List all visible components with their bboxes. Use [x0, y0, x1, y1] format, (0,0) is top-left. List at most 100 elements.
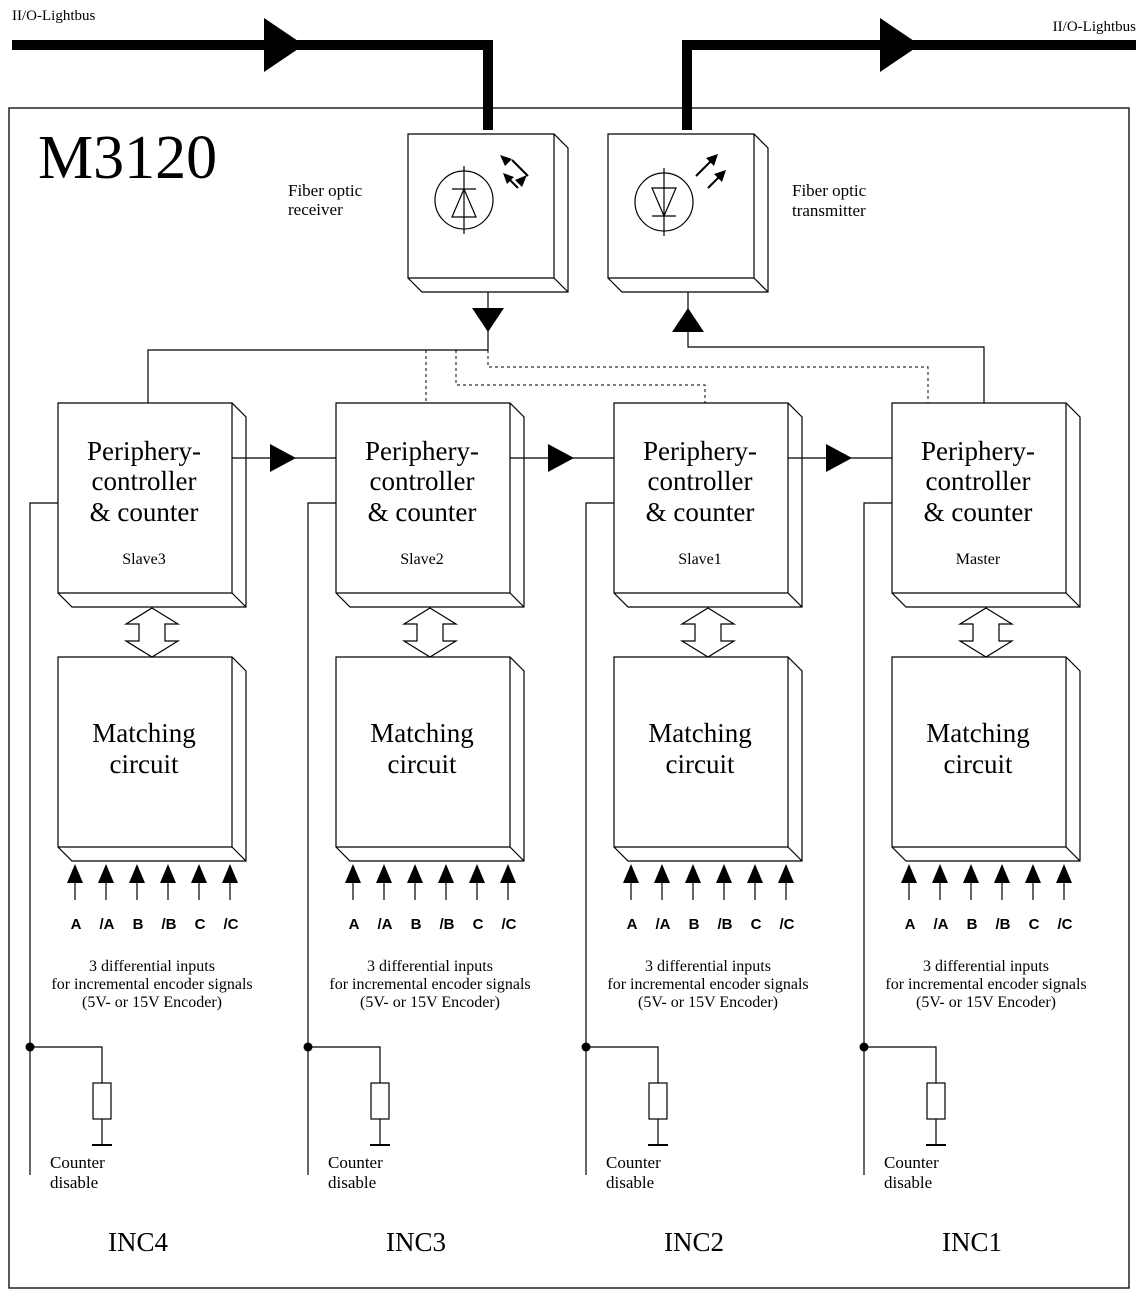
input-arrow-up-icon — [932, 864, 948, 883]
counter-disable-label-line1: Counter — [884, 1153, 939, 1172]
input-label: /B — [996, 916, 1011, 933]
input-label: C — [473, 916, 484, 933]
transmitter-bus-lines — [672, 292, 985, 403]
bidirectional-bus-arrow-icon — [679, 607, 737, 658]
channel-name: INC2 — [664, 1227, 724, 1257]
input-label: /A — [934, 916, 949, 933]
input-arrow-up-icon — [469, 864, 485, 883]
matching-label-line2: circuit — [666, 749, 735, 779]
counter-disable-label-line2: disable — [328, 1173, 376, 1192]
input-arrow-up-icon — [994, 864, 1010, 883]
counter-disable-label-line2: disable — [50, 1173, 98, 1192]
counter-disable-label-line1: Counter — [606, 1153, 661, 1172]
matching-label-line1: Matching — [370, 718, 473, 748]
input-arrow-up-icon — [345, 864, 361, 883]
input-arrow-up-icon — [67, 864, 83, 883]
controller-label-line2: controller — [92, 466, 197, 496]
input-arrow-up-icon — [160, 864, 176, 883]
input-arrow-up-icon — [500, 864, 516, 883]
controller-block — [613, 402, 803, 608]
input-label: /C — [502, 916, 517, 933]
matching-label-line2: circuit — [110, 749, 179, 779]
controller-block — [57, 402, 247, 608]
input-arrow-up-icon — [376, 864, 392, 883]
arrow-right-icon — [826, 444, 852, 472]
controller-label-line1: Periphery- — [921, 436, 1035, 466]
controller-block-edge — [509, 592, 525, 608]
inputs-note-line2: for incremental encoder signals — [329, 976, 530, 993]
controller-label-line3: & counter — [924, 497, 1033, 527]
matching-circuit-block-edge — [1065, 846, 1081, 862]
counter-disable-label-line1: Counter — [50, 1153, 105, 1172]
input-arrow-up-icon — [129, 864, 145, 883]
input-label: /A — [100, 916, 115, 933]
resistor-lead — [586, 1046, 659, 1083]
transmitter-label-line2: transmitter — [792, 201, 866, 220]
counter-disable-wire — [29, 502, 58, 1175]
bidirectional-bus-arrow-icon — [957, 607, 1015, 658]
input-label: /C — [224, 916, 239, 933]
resistor-lead — [864, 1046, 937, 1083]
matching-circuit-block — [57, 656, 247, 862]
receiver-label-line1: Fiber optic — [288, 181, 363, 200]
matching-label-line1: Matching — [92, 718, 195, 748]
counter-disable-wire — [307, 502, 336, 1175]
matching-label-line1: Matching — [648, 718, 751, 748]
lightbus-right-label: II/O-Lightbus — [1053, 19, 1136, 35]
bidirectional-bus-arrow-icon — [401, 607, 459, 658]
matching-circuit-block-edge — [231, 846, 247, 862]
input-label: A — [349, 916, 360, 933]
matching-circuit-block-edge — [509, 846, 525, 862]
arrow-right-icon — [548, 444, 574, 472]
controller-role: Slave2 — [400, 551, 444, 568]
photodiode-icon — [434, 166, 494, 234]
channel-name: INC4 — [108, 1227, 168, 1257]
resistor-icon — [370, 1082, 390, 1120]
input-label: /B — [440, 916, 455, 933]
input-label: B — [133, 916, 144, 933]
input-label: /A — [378, 916, 393, 933]
module-title: M3120 — [38, 124, 217, 192]
inputs-note-line1: 3 differential inputs — [367, 958, 493, 975]
counter-disable-label-line2: disable — [606, 1173, 654, 1192]
fiber-optic-transmitter-block — [607, 133, 769, 293]
input-arrow-up-icon — [407, 864, 423, 883]
channel-name: INC3 — [386, 1227, 446, 1257]
channel-inc3: Periphery-controller& counterSlave2Match… — [303, 402, 531, 1257]
inputs-note-line1: 3 differential inputs — [89, 958, 215, 975]
controller-role: Slave1 — [678, 551, 722, 568]
input-arrow-up-icon — [685, 864, 701, 883]
resistor-icon — [92, 1082, 112, 1120]
controller-role: Slave3 — [122, 551, 166, 568]
input-arrow-up-icon — [222, 864, 238, 883]
lightbus-arrow-right-icon — [264, 18, 304, 72]
resistor-lead — [308, 1046, 381, 1083]
inputs-note-line3: (5V- or 15V Encoder) — [82, 994, 222, 1011]
counter-disable-label-line2: disable — [884, 1173, 932, 1192]
arrow-up-icon — [672, 308, 704, 332]
controller-label-line1: Periphery- — [87, 436, 201, 466]
inputs-note-line2: for incremental encoder signals — [607, 976, 808, 993]
inputs-note-line1: 3 differential inputs — [645, 958, 771, 975]
input-label: A — [905, 916, 916, 933]
controller-block-edge — [231, 592, 247, 608]
matching-circuit-block — [613, 656, 803, 862]
module-boundary — [8, 107, 1130, 1289]
input-label: A — [71, 916, 82, 933]
input-arrow-up-icon — [98, 864, 114, 883]
inputs-note-line2: for incremental encoder signals — [51, 976, 252, 993]
input-label: C — [195, 916, 206, 933]
controller-block-edge — [787, 592, 803, 608]
resistor-icon — [648, 1082, 668, 1120]
lightbus-left-label: II/O-Lightbus — [12, 8, 95, 24]
lightbus-output-line — [682, 18, 1136, 130]
input-label: /C — [1058, 916, 1073, 933]
arrow-down-icon — [472, 308, 504, 332]
input-label: /B — [718, 916, 733, 933]
controller-label-line1: Periphery- — [365, 436, 479, 466]
input-arrow-up-icon — [623, 864, 639, 883]
receiver-bus-lines — [147, 292, 929, 403]
input-arrow-up-icon — [901, 864, 917, 883]
matching-circuit-block — [335, 656, 525, 862]
arrow-right-icon — [270, 444, 296, 472]
